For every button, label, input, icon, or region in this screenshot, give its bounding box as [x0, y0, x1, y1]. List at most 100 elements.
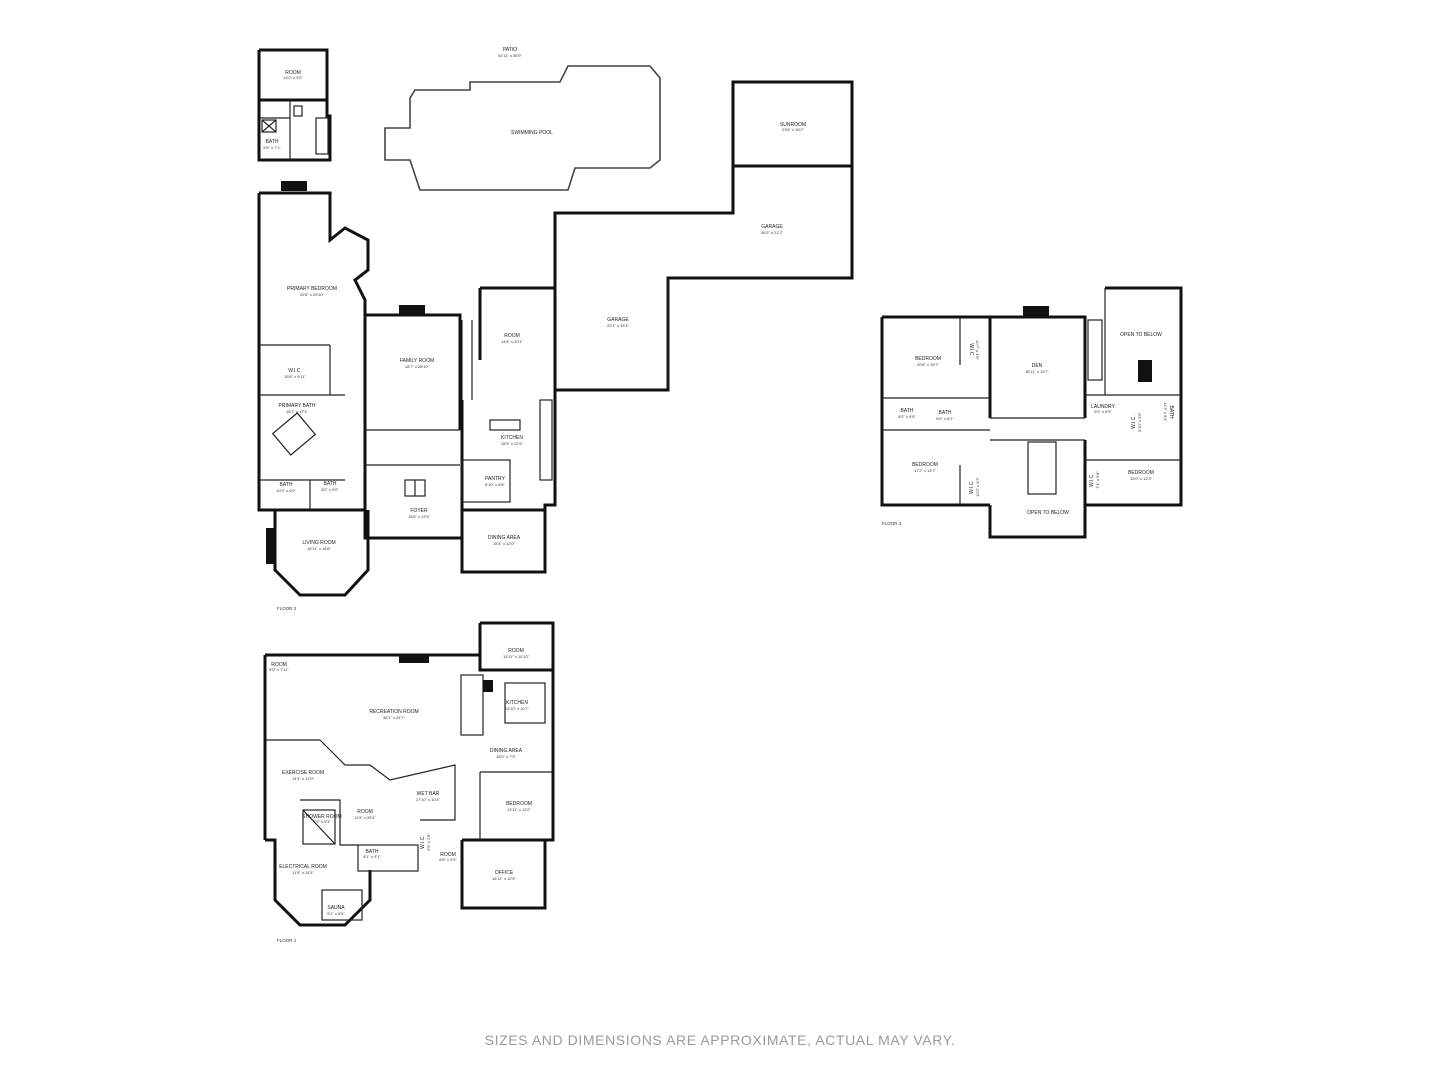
room-dim: 8'1" x 5'1": [363, 854, 381, 859]
room-dim: 16'1" x 17'4": [286, 409, 309, 414]
room-dim: 6'9" x 6'9": [1094, 409, 1112, 414]
room-name: OFFICE: [495, 870, 514, 876]
room-name: ROOM: [357, 809, 373, 815]
room-name: W.I.C.: [1131, 415, 1137, 429]
room-dim: 14'6" x 20'1": [501, 339, 524, 344]
room-name: GARAGE: [607, 317, 629, 323]
room-name: KITCHEN: [506, 700, 528, 706]
room-name: PATIO: [503, 47, 517, 53]
room-dim: 18'7" x 28'10": [405, 364, 430, 369]
room-dim: 10'3" x 4'2": [975, 477, 980, 497]
room-name: W.I.C.: [1089, 473, 1095, 487]
room-name: PANTRY: [485, 476, 505, 482]
room-dim: 7'4" x 5'8": [1095, 471, 1100, 489]
room-name: BATH: [901, 408, 914, 414]
room-name: OPEN TO BELOW: [1027, 510, 1069, 516]
room-name: LIVING ROOM: [302, 540, 335, 546]
room-name: BATH: [939, 410, 952, 416]
room-dim: 13'10" x 10'7": [505, 706, 530, 711]
room-dim: 15'11" x 12'9": [492, 876, 516, 881]
room-dim: 10'3" x 6'0": [276, 488, 296, 493]
room-name: KITCHEN: [501, 435, 523, 441]
room-dim: 6'10" x 8'8": [485, 482, 505, 487]
room-dim: 18'11" x 19'7": [1025, 369, 1049, 374]
room-name: W.I.C.: [288, 368, 302, 374]
room-name: ROOM: [508, 648, 524, 654]
room-dim: 23'8" x 16'2": [782, 127, 805, 132]
room-name: FOYER: [410, 508, 428, 514]
floor-label: FLOOR 2: [277, 606, 297, 611]
room-name: DEN: [1032, 363, 1043, 369]
room-name: ROOM: [271, 662, 287, 668]
room-dim: 18'3" x 22'5": [501, 441, 524, 446]
room-name: BATH: [1168, 406, 1174, 419]
room-dim: 17'10" x 10'4": [416, 797, 441, 802]
room-name: DINING AREA: [490, 748, 523, 754]
room-dim: 7'3" x 5'3": [313, 819, 331, 824]
room-name: SHOWER ROOM: [302, 814, 341, 820]
room-name: BEDROOM: [915, 356, 941, 362]
room-name: BEDROOM: [506, 801, 532, 807]
floor-1-plan: [263, 621, 555, 927]
room-dim: 38'1" x 21'7": [383, 715, 406, 720]
room-name: BATH: [280, 482, 293, 488]
room-dim: 8'2" x 6'5": [898, 414, 916, 419]
room-dim: 9'1" x 6'6": [327, 911, 345, 916]
room-dim: 5'6" x 7'1": [263, 145, 281, 150]
disclaimer-text: SIZES AND DIMENSIONS ARE APPROXIMATE, AC…: [484, 1032, 956, 1048]
room-dim: 6'10" x 5'6": [1137, 412, 1142, 432]
room-dim: 22'1" x 34'4": [607, 323, 630, 328]
room-name: ELECTRICAL ROOM: [279, 864, 327, 870]
room-name: SAUNA: [327, 905, 345, 911]
room-dim: 14'4" x 12'0": [292, 776, 315, 781]
room-name: SWIMMING POOL: [511, 130, 553, 136]
room-name: BEDROOM: [912, 462, 938, 468]
room-name: W.I.C.: [420, 835, 426, 849]
room-name: SUNROOM: [780, 122, 806, 128]
room-name: EXERCISE ROOM: [282, 770, 324, 776]
room-name: WET BAR: [417, 791, 440, 797]
room-dim: 92'11" x 56'9": [498, 53, 522, 58]
room-name: DINING AREA: [488, 535, 521, 541]
floor-1-labels: ROOM 13'11" x 10'10" ROOM 6'0" x 7'11" R…: [269, 648, 532, 943]
floor-label: FLOOR 3: [882, 521, 902, 526]
room-dim: 17'2" x 14'7": [914, 468, 937, 473]
room-dim: 16'11" x 18'8": [307, 546, 331, 551]
room-name: OPEN TO BELOW: [1120, 332, 1162, 338]
room-name: BATH: [324, 481, 337, 487]
room-dim: 13'11" x 10'10": [503, 654, 530, 659]
room-name: ROOM: [285, 70, 301, 76]
room-name: W.I.C.: [969, 480, 975, 494]
room-dim: 15'4" x 12'0": [493, 541, 516, 546]
floor-3-plan: [880, 286, 1183, 539]
room-dim: 10'7" x 4'5": [975, 340, 980, 360]
room-dim: 36'3" x 21'2": [761, 230, 784, 235]
room-dim: 15'0" x 12'3": [1130, 476, 1153, 481]
room-dim: 13'11" x 13'2": [507, 807, 531, 812]
room-name: PRIMARY BATH: [279, 403, 316, 409]
floor-2-plan: [257, 48, 854, 597]
room-name: PRIMARY BEDROOM: [287, 286, 337, 292]
room-name: ROOM: [504, 333, 520, 339]
room-dim: 18'5" x 13'3": [408, 514, 431, 519]
room-name: W.I.C.: [968, 343, 974, 357]
room-dim: 11'3" x 6'4": [1163, 402, 1168, 422]
room-dim: 8'6" x 6'1": [936, 416, 954, 421]
room-dim: 11'9" x 24'3": [292, 870, 314, 875]
room-name: BATH: [366, 849, 379, 855]
room-dim: 5'0" x 5'0": [321, 487, 339, 492]
floor-3-labels: BEDROOM 20'6" x 15'7" DEN 18'11" x 19'7"…: [882, 332, 1174, 526]
room-dim: 20'6" x 15'7": [917, 362, 940, 367]
room-dim: 13'2" x 9'2": [283, 75, 303, 80]
room-dim: 11'9" x 20'4": [354, 815, 376, 820]
room-dim: 6'8" x 5'9": [439, 857, 457, 862]
room-dim: 20'6" x 29'10": [300, 292, 325, 297]
room-name: BATH: [266, 139, 279, 145]
floor-2-labels: ROOM 13'2" x 9'2" BATH 5'6" x 7'1" PATIO…: [263, 47, 806, 611]
room-dim: 15'8" x 9'11": [284, 374, 306, 379]
room-dim: 6'5" x 2'8": [426, 833, 431, 851]
room-dim: 6'0" x 7'11": [269, 667, 289, 672]
room-dim: 18'0" x 7'3": [496, 754, 516, 759]
